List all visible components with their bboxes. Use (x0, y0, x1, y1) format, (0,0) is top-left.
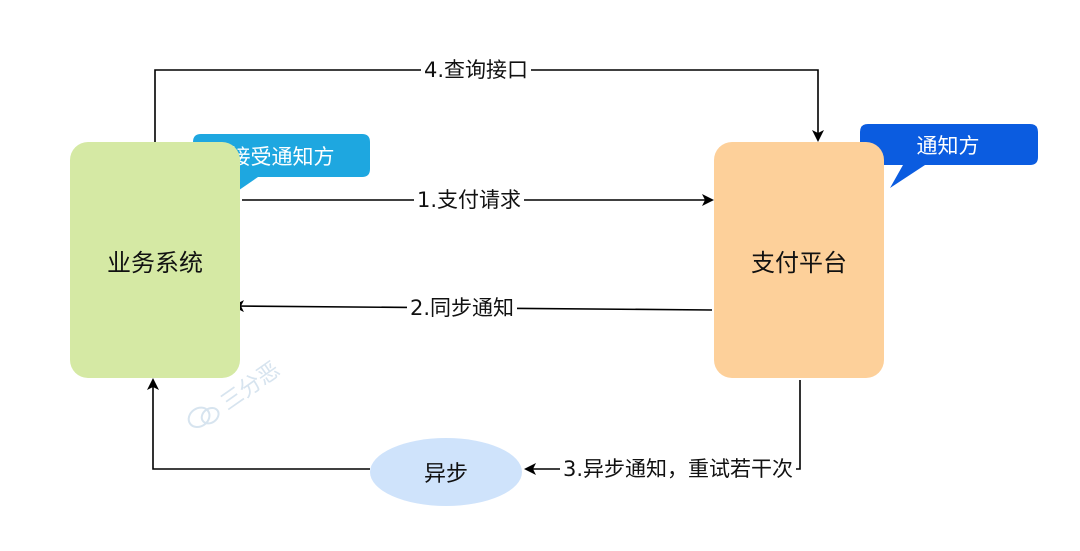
wechat-icon (187, 406, 220, 429)
notifier-callout-shape: 通知方 (860, 124, 1038, 188)
receiver-callout-label: 接受通知方 (230, 145, 335, 169)
business-system-label: 业务系统 (107, 248, 203, 277)
payment-platform-node: 支付平台 (714, 142, 884, 378)
sync-notify-label: 2.同步通知 (407, 294, 518, 322)
async-to-system-arrow (147, 378, 370, 470)
business-system-node: 业务系统 (70, 142, 240, 378)
notifier-callout-label: 通知方 (917, 134, 980, 158)
async-node: 异步 (370, 438, 522, 506)
pay-request-label: 1.支付请求 (414, 186, 525, 214)
async-notify-label: 3.异步通知，重试若干次 (560, 455, 797, 483)
watermark: 三分恶 (180, 352, 285, 439)
async-label: 异步 (423, 462, 468, 487)
payment-platform-label: 支付平台 (751, 248, 847, 277)
query-api-label: 4.查询接口 (421, 56, 532, 84)
